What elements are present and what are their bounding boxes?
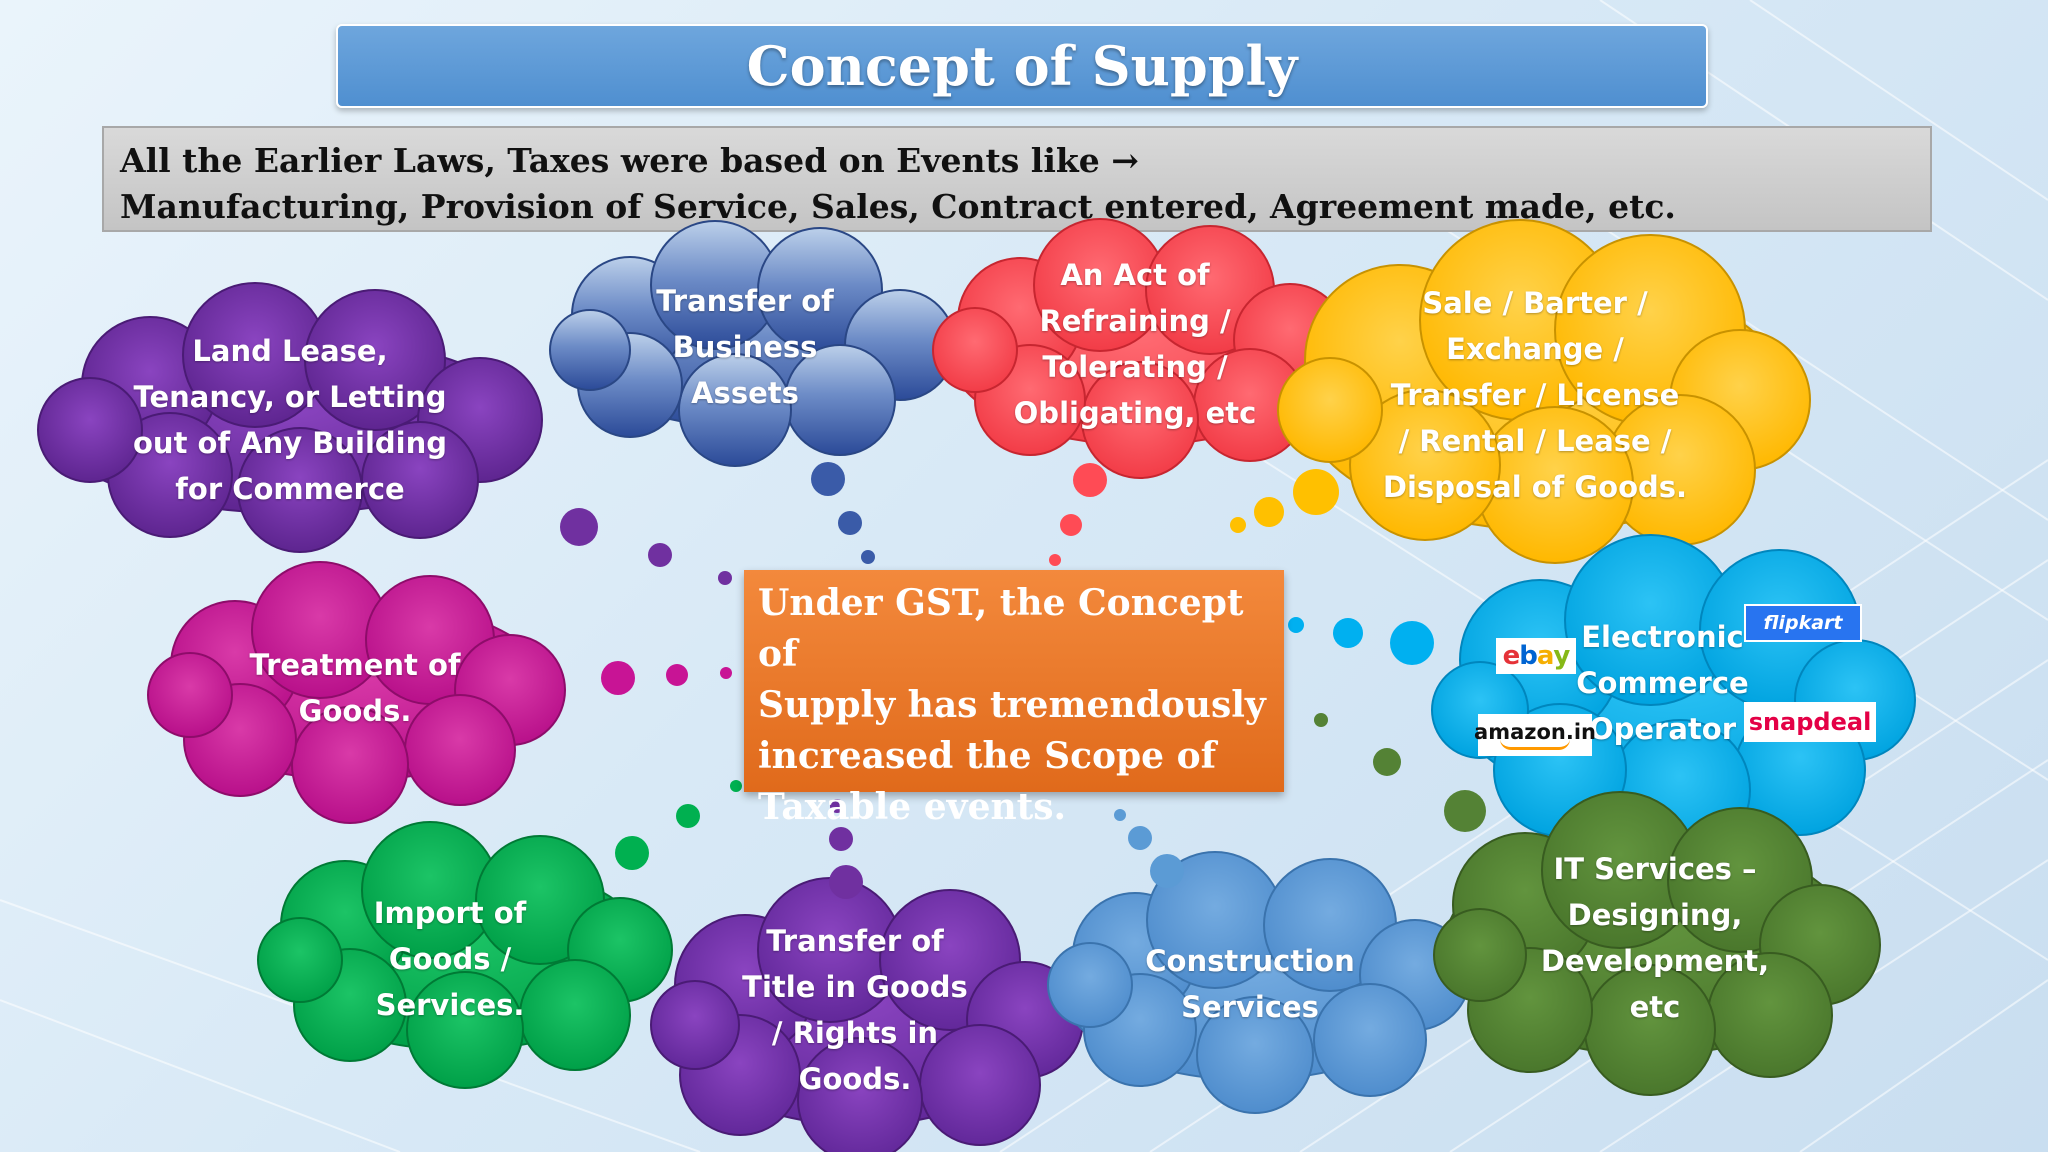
cloud-treatment-of-goods-text: Treatment of Goods. [210, 642, 500, 734]
snapdeal-logo: snapdeal [1744, 702, 1876, 742]
cloud-it-services-text: IT Services – Designing, Development, et… [1500, 846, 1810, 1030]
cloud-text-line: Treatment of [249, 648, 461, 682]
cloud-land-lease-text: Land Lease, Tenancy, or Letting out of A… [110, 330, 470, 510]
cloud-text-line: Services [1181, 990, 1319, 1024]
ebay-logo-a: a [1536, 641, 1555, 671]
cloud-construction-text: Construction Services [1120, 938, 1380, 1030]
cloud-text-line: Construction [1145, 944, 1355, 978]
cloud-text-line: etc [1629, 990, 1681, 1024]
cloud-text-line: Business [672, 330, 818, 364]
cloud-text-line: Disposal of Goods. [1382, 470, 1688, 504]
center-line-2: Supply has tremendously [758, 684, 1266, 726]
bubbles-construction [1114, 809, 1184, 888]
cloud-treatment-of-goods [147, 561, 566, 824]
cloud-text-line: IT Services – [1553, 852, 1757, 886]
cloud-text-line: Transfer / License [1390, 378, 1680, 412]
cloud-sale-barter [1277, 219, 1811, 564]
cloud-transfer-of-title-text: Transfer of Title in Goods / Rights in G… [710, 918, 1000, 1102]
cloud-text-line: Refraining / [1039, 304, 1231, 338]
cloud-text-line: Sale / Barter / [1422, 286, 1648, 320]
cloud-text-line: Title in Goods [742, 970, 968, 1004]
cloud-import-text: Import of Goods / Services. [330, 890, 570, 1028]
cloud-text-line: for Commerce [175, 472, 405, 506]
bubbles-treatment [601, 661, 732, 695]
center-line-1: Under GST, the Concept of [758, 582, 1244, 675]
cloud-electronic-commerce-text: Electronic Commerce Operator [1560, 614, 1765, 752]
title-bar: Concept of Supply [336, 24, 1708, 108]
bubbles-act-of-refraining [1049, 463, 1107, 566]
cloud-text-line: Services. [375, 988, 525, 1022]
cloud-text-line: / Rental / Lease / [1398, 424, 1672, 458]
page-title: Concept of Supply [746, 34, 1298, 98]
cloud-text-line: Transfer of [766, 924, 944, 958]
cloud-text-line: / Rights in [771, 1016, 939, 1050]
intro-box: All the Earlier Laws, Taxes were based o… [102, 126, 1932, 232]
cloud-act-of-refraining [932, 218, 1347, 479]
bubbles-it-services [1314, 713, 1486, 832]
cloud-act-of-refraining-text: An Act of Refraining / Tolerating / Obli… [990, 252, 1280, 436]
ebay-logo-y: y [1553, 641, 1570, 671]
cloud-text-line: out of Any Building [133, 426, 447, 460]
amazon-logo: amazon.in [1474, 714, 1596, 756]
bubbles-electronic-commerce [1288, 617, 1434, 665]
cloud-text-line: Goods / [388, 942, 512, 976]
cloud-text-line: Designing, [1567, 898, 1743, 932]
center-line-3: increased the Scope of [758, 735, 1217, 777]
cloud-text-line: Commerce [1576, 666, 1749, 700]
cloud-transfer-of-title [650, 877, 1084, 1152]
cloud-it-services [1433, 791, 1881, 1096]
center-box: Under GST, the Concept of Supply has tre… [744, 570, 1284, 828]
ebay-logo-e: e [1502, 641, 1521, 671]
cloud-text-line: Electronic [1581, 620, 1744, 654]
cloud-sale-barter-text: Sale / Barter / Exchange / Transfer / Li… [1370, 280, 1700, 510]
cloud-land-lease [37, 282, 543, 553]
bubbles-sale-barter [1230, 469, 1339, 533]
cloud-text-line: Obligating, etc [1013, 396, 1257, 430]
cloud-text-line: Import of [373, 896, 527, 930]
cloud-business-assets [549, 220, 956, 467]
bubbles-business-assets [811, 462, 875, 564]
intro-line-1: All the Earlier Laws, Taxes were based o… [120, 141, 1139, 180]
center-line-4: Taxable events. [758, 786, 1067, 828]
cloud-text-line: Assets [691, 376, 799, 410]
cloud-business-assets-text: Transfer of Business Assets [600, 277, 890, 417]
bubbles-transfer-of-title [829, 799, 863, 899]
cloud-text-line: Goods. [798, 1062, 912, 1096]
cloud-text-line: Transfer of [656, 284, 834, 318]
flipkart-logo: flipkart [1744, 604, 1862, 642]
cloud-text-line: Land Lease, [192, 334, 388, 368]
cloud-text-line: An Act of [1060, 258, 1210, 292]
bubbles-land-lease [560, 508, 732, 585]
cloud-text-line: Operator [1588, 712, 1737, 746]
cloud-text-line: Tolerating / [1042, 350, 1228, 384]
cloud-text-line: Exchange / [1446, 332, 1624, 366]
cloud-construction [1047, 851, 1471, 1114]
cloud-import [257, 821, 673, 1089]
cloud-text-line: Goods. [298, 694, 412, 728]
flipkart-logo-text: flipkart [1763, 612, 1843, 634]
cloud-text-line: Tenancy, or Letting [133, 380, 447, 414]
amazon-smile-icon [1500, 739, 1570, 750]
cloud-text-line: Development, [1540, 944, 1770, 978]
ebay-logo-b: b [1519, 641, 1538, 671]
snapdeal-logo-text: snapdeal [1748, 708, 1872, 736]
bubbles-import [615, 780, 742, 870]
amazon-logo-text: amazon.in [1474, 719, 1596, 744]
intro-line-2: Manufacturing, Provision of Service, Sal… [120, 187, 1676, 226]
